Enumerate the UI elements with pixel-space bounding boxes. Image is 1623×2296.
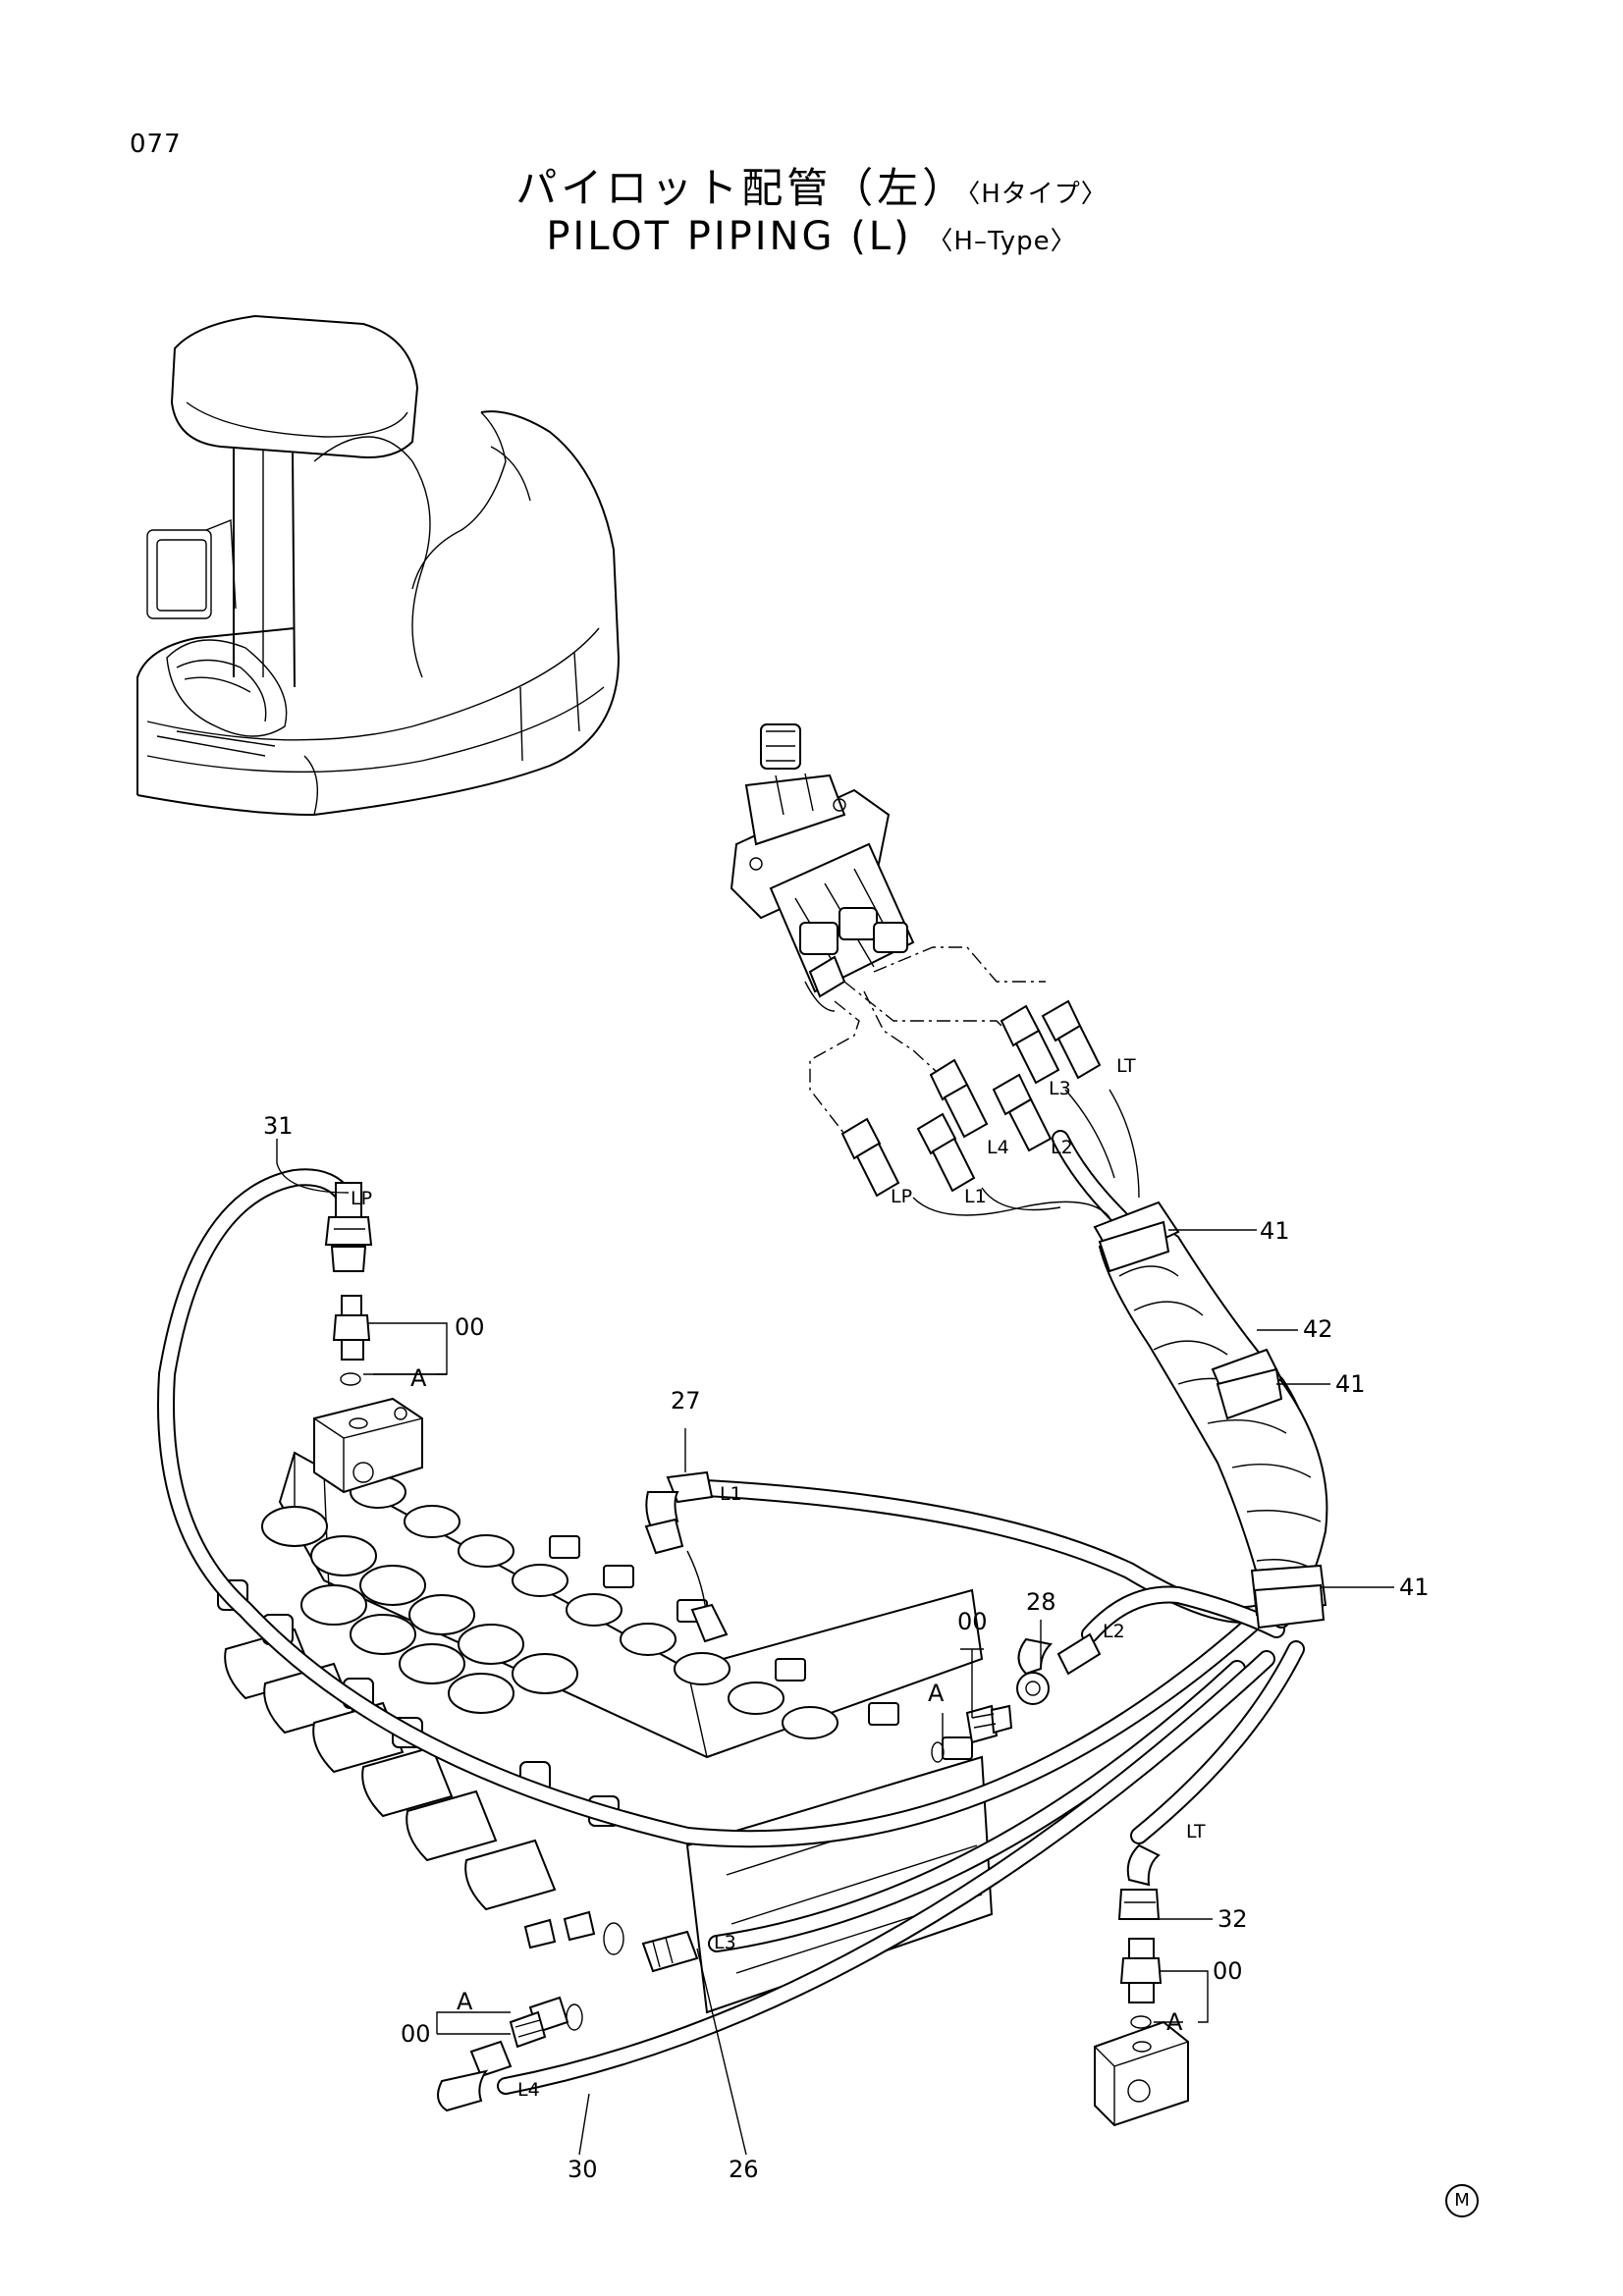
callout-00-upper-left: 00: [455, 1313, 485, 1341]
port-labels: LT L3 L2 L4 L1 LP LP L1 L2 LT L3 L4: [351, 1055, 1206, 2101]
pilot-valve: [730, 723, 915, 1012]
title-japanese-sub: 〈Hタイプ〉: [967, 180, 1108, 209]
port-label-lt-lower: LT: [1186, 1821, 1206, 1842]
callout-labels: 31 00 A 27 41 42 41 41 28 00 A 32 00 A 0…: [263, 1112, 1430, 2183]
title-english-main: PILOT PIPING (L): [546, 214, 912, 259]
valve-spool-tubes: [224, 1628, 557, 1911]
port-leader-lines: [809, 946, 1047, 1149]
port-label-l4: L4: [987, 1137, 1009, 1158]
callout-26: 26: [729, 2156, 759, 2183]
callout-a-middle: A: [928, 1680, 945, 1707]
lower-left-fittings: [437, 1910, 699, 2112]
callout-a-upper-left: A: [410, 1364, 427, 1392]
valve-hose-fittings: [840, 999, 1102, 1198]
callout-32: 32: [1217, 1905, 1248, 1933]
title-english: PILOT PIPING (L) 〈H–Type〉: [0, 214, 1623, 259]
valve-spool-caps: [261, 1475, 839, 1739]
callout-42: 42: [1303, 1315, 1333, 1343]
port-label-lt: LT: [1116, 1055, 1136, 1077]
hose-protector-and-clamps: [1093, 1201, 1328, 1629]
lp-fittings: [313, 1182, 423, 1494]
title-japanese: パイロット配管（左）〈Hタイプ〉: [0, 155, 1623, 215]
fittings-28: [931, 1632, 1102, 1763]
port-label-l3-lower: L3: [714, 1932, 736, 1953]
callout-leaders: [276, 1139, 1394, 2156]
port-label-l4-lower: L4: [517, 2079, 540, 2101]
port-label-lp-lower: LP: [351, 1188, 372, 1209]
port-label-l2-lower: L2: [1103, 1621, 1125, 1642]
callout-27: 27: [671, 1387, 701, 1415]
m-mark-symbol: M: [1445, 2184, 1479, 2217]
title-japanese-main: パイロット配管（左）: [515, 164, 968, 212]
elbow-fitting-27: [644, 1470, 729, 1643]
page-number: 077: [130, 130, 182, 159]
port-label-lp: LP: [891, 1186, 912, 1207]
callout-a-lower-right: A: [1166, 2008, 1183, 2036]
title-english-sub: 〈H–Type〉: [927, 227, 1077, 256]
port-label-l1-lower: L1: [720, 1483, 742, 1505]
callout-28: 28: [1026, 1588, 1056, 1616]
port-label-l2: L2: [1051, 1137, 1073, 1158]
port-label-l3: L3: [1049, 1078, 1071, 1099]
callout-00-lower-right: 00: [1213, 1957, 1243, 1985]
port-label-l1: L1: [964, 1186, 987, 1207]
callout-30: 30: [568, 2156, 598, 2183]
callout-a-lower-left: A: [457, 1988, 473, 2015]
callout-41-lower: 41: [1399, 1574, 1430, 1601]
callout-00-lower-left: 00: [401, 2020, 431, 2048]
machine-overview-inset: [136, 314, 621, 817]
callout-41-middle: 41: [1335, 1370, 1366, 1398]
lt-fittings-32: [1094, 1843, 1189, 2127]
control-valve-block: [217, 1451, 994, 2014]
callout-41-upper: 41: [1260, 1217, 1290, 1245]
callout-31: 31: [263, 1112, 294, 1140]
callout-00-middle: 00: [957, 1608, 988, 1635]
valve-threaded-plugs: [549, 1535, 973, 1760]
